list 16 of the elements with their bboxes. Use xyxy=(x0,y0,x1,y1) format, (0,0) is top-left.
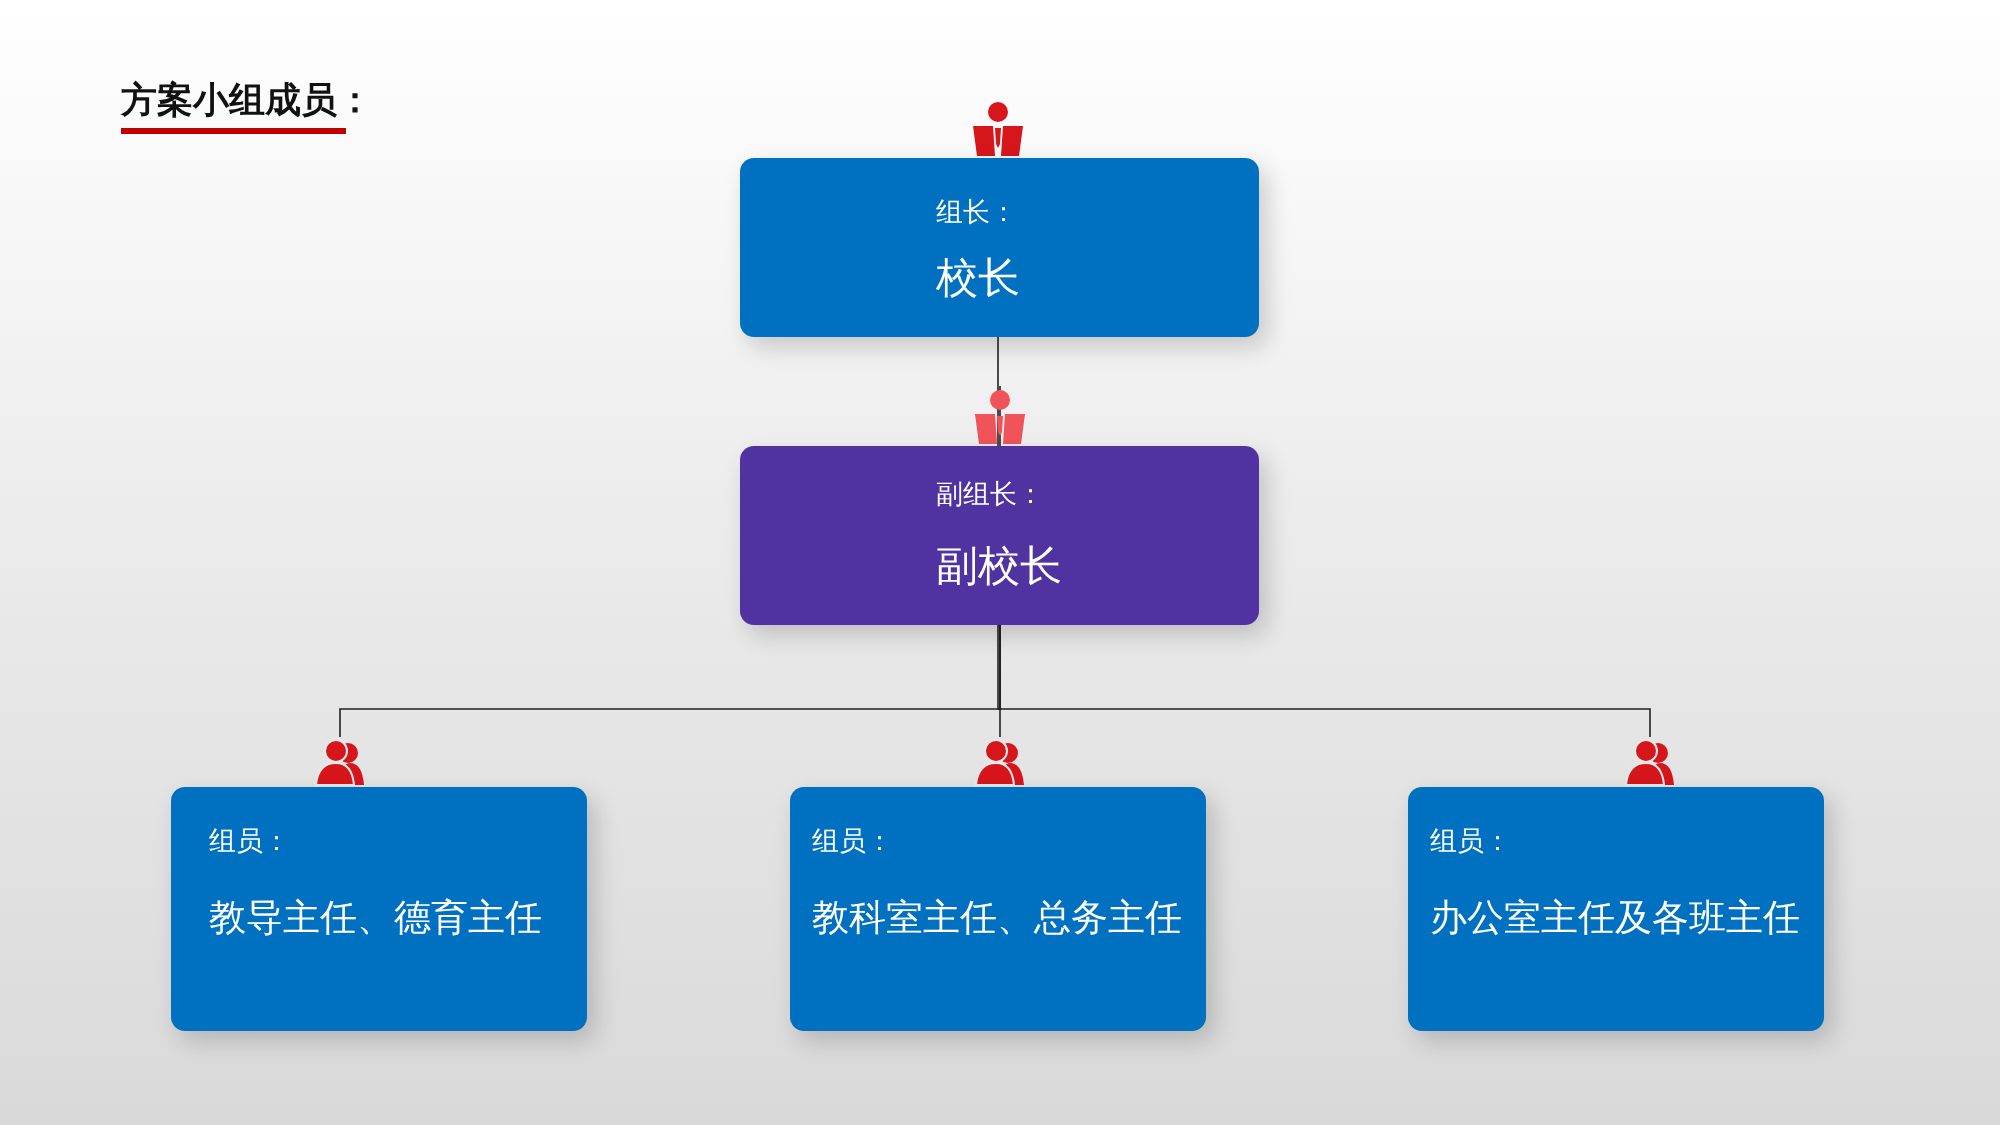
member-name: 校长 xyxy=(936,252,1020,304)
member-box xyxy=(740,158,1259,337)
member-name: 教导主任、德育主任 xyxy=(209,895,542,941)
page-title: 方案小组成员： xyxy=(121,78,373,122)
member-name: 副校长 xyxy=(936,540,1062,592)
member-box xyxy=(1408,787,1824,1031)
role-label: 组员： xyxy=(1430,824,1511,858)
role-label: 组员： xyxy=(209,824,290,858)
role-label: 副组长： xyxy=(936,477,1044,511)
member-box xyxy=(790,787,1206,1031)
member-name: 教科室主任、总务主任 xyxy=(812,895,1182,941)
role-label: 组员： xyxy=(812,824,893,858)
member-box xyxy=(740,446,1259,625)
role-label: 组长： xyxy=(936,195,1017,229)
member-box xyxy=(171,787,587,1031)
member-name: 办公室主任及各班主任 xyxy=(1430,895,1800,941)
